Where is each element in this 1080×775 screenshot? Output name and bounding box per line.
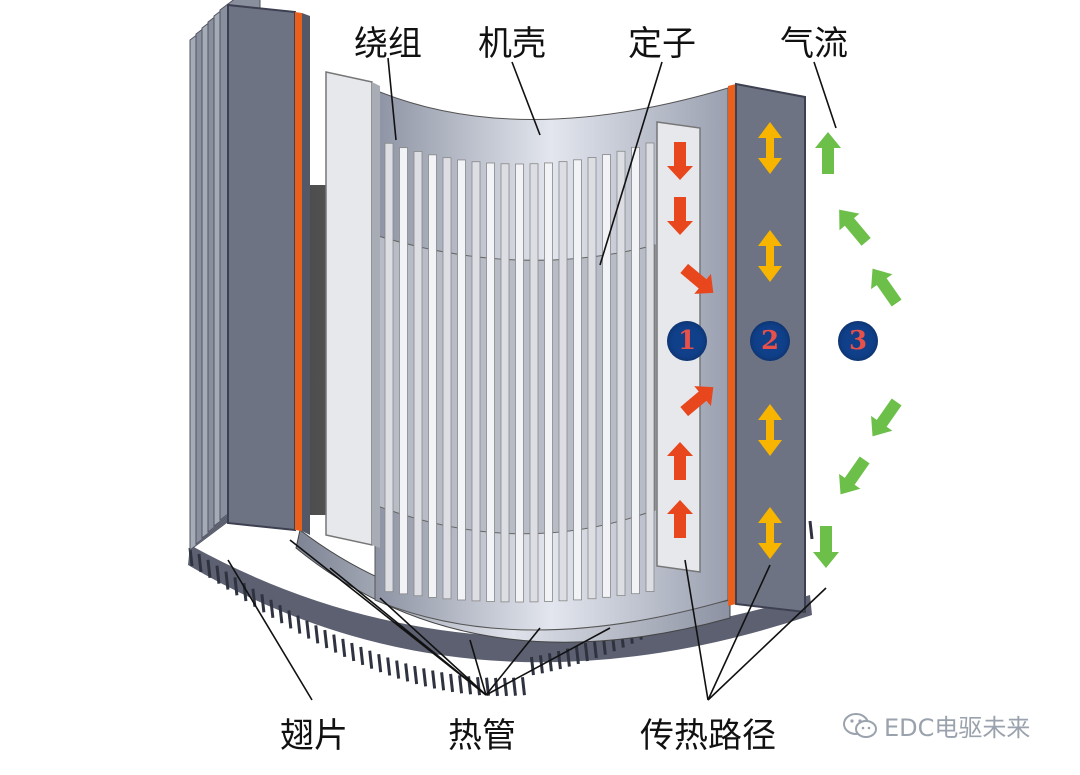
label-winding: 绕组	[354, 24, 422, 64]
label-fins: 翅片	[280, 716, 348, 756]
winding-tooth	[544, 162, 553, 602]
fin-tooth	[359, 646, 365, 666]
fin-tooth	[520, 676, 526, 696]
fin-tooth	[188, 547, 194, 567]
fin-tooth	[503, 677, 508, 697]
fin-tooth	[494, 677, 499, 697]
fin-tooth	[529, 656, 535, 676]
red-heat-arrows	[667, 142, 714, 538]
fin-tooth	[350, 642, 356, 662]
watermark-text: EDC电驱未来	[884, 714, 1031, 742]
fin-tooth	[269, 599, 275, 618]
winding-tooth	[558, 161, 568, 602]
housing-slab-left	[189, 0, 310, 551]
winding-tooth	[529, 163, 539, 603]
fin-tooth	[206, 559, 212, 578]
winding-tooth	[573, 159, 582, 601]
fin-tooth	[449, 673, 455, 693]
fin-tooth	[404, 663, 410, 682]
fin-tooth	[592, 639, 598, 659]
green-airflow-arrows	[813, 132, 902, 568]
fin-tooth	[314, 625, 320, 644]
winding-tooth	[486, 162, 495, 602]
winding-tooth	[602, 154, 611, 598]
winding-tooth	[457, 159, 466, 601]
fin-tooth	[305, 620, 311, 639]
winding-tooth	[471, 161, 481, 602]
fin-tooth	[323, 629, 329, 649]
label-airflow: 气流	[780, 24, 848, 64]
fin-tooth	[556, 650, 562, 670]
wechat-icon	[843, 712, 877, 738]
marker-2: 2	[750, 321, 790, 361]
winding-tooth	[616, 150, 626, 597]
fin-tooth	[224, 571, 230, 590]
winding-tooth	[645, 142, 655, 592]
winding-tooth	[631, 146, 640, 595]
fin-tooth	[278, 604, 284, 624]
winding-tooth	[399, 147, 408, 595]
leader-lines	[227, 57, 837, 701]
fin-tooth	[386, 657, 392, 676]
winding-tooth	[587, 157, 597, 600]
fin-tooth	[413, 665, 419, 685]
fin-tooth	[458, 675, 464, 694]
fin-tooth	[341, 638, 347, 658]
fin-tooth	[431, 670, 437, 689]
watermark: EDC电驱未来	[842, 708, 1030, 743]
label-housing: 机壳	[478, 24, 546, 64]
fin-tooth	[574, 645, 580, 665]
label-heat-pipes: 热管	[448, 716, 516, 756]
label-heat-path: 传热路径	[640, 716, 776, 756]
fin-tooth	[332, 634, 338, 653]
winding-tooth	[442, 157, 452, 600]
winding-tooth	[515, 163, 524, 603]
fin-tooth	[260, 594, 266, 613]
fin-tooth	[287, 610, 293, 629]
fin-tooth	[476, 676, 482, 696]
fin-tooth	[583, 642, 589, 662]
fin-tooth	[296, 615, 302, 634]
winding-tooth	[500, 163, 510, 603]
fin-tooth	[422, 668, 428, 687]
marker-3: 3	[838, 321, 878, 361]
fin-tooth	[233, 577, 239, 596]
fin-tooth	[215, 565, 221, 584]
fin-tooth	[377, 654, 383, 673]
winding-tooth	[384, 142, 394, 593]
fin-tooth	[440, 672, 446, 691]
label-stator: 定子	[628, 24, 696, 64]
fin-tooth	[808, 520, 814, 540]
winding-tooth	[413, 151, 423, 597]
yellow-conduction-arrows	[758, 122, 782, 559]
fin-tooth	[197, 553, 203, 573]
fin-tooth	[547, 653, 553, 672]
winding-plate-left	[325, 71, 373, 546]
winding-tooth	[428, 154, 437, 598]
fin-tooth	[368, 650, 374, 669]
winding-teeth	[384, 142, 655, 603]
marker-1: 1	[667, 321, 707, 361]
fin-tooth	[395, 660, 401, 679]
